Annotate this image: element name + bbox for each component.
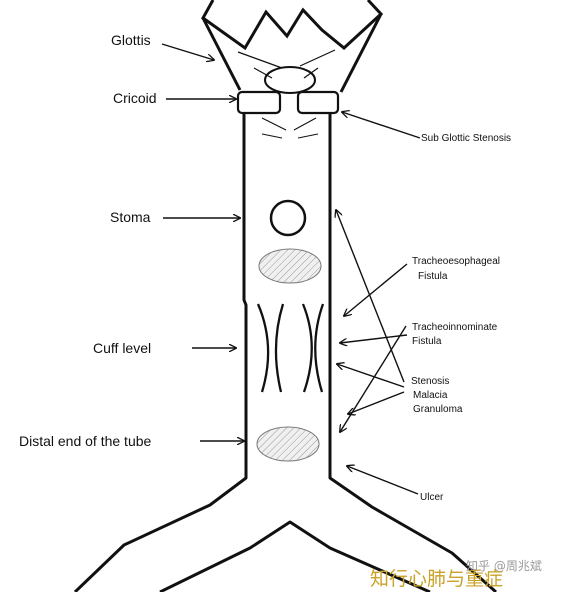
cuff-curves — [256, 303, 325, 393]
label-glottis: Glottis — [111, 32, 151, 48]
stoma-circle — [269, 199, 307, 237]
cricoid-ring-left — [236, 90, 282, 115]
distal-tip-lesion — [256, 426, 320, 462]
right-arrows — [336, 112, 421, 495]
label-tracheoesophageal-fistula: Fistula — [418, 271, 448, 282]
cricoid-ring-right — [296, 90, 340, 115]
label-stenosis: Stenosis — [411, 376, 449, 387]
label-tracheoinnominate: Tracheoinnominate — [412, 322, 498, 333]
label-cuff-level: Cuff level — [93, 340, 151, 356]
trachea-walls — [73, 113, 497, 592]
watermark-small: 知乎 @周兆斌 — [466, 559, 542, 573]
tracheoesophageal-lesion — [258, 248, 322, 284]
left-arrows — [161, 43, 244, 441]
label-distal-end: Distal end of the tube — [19, 433, 152, 449]
label-tracheoesophageal: Tracheoesophageal — [412, 256, 500, 267]
label-subglottic-stenosis: Sub Glottic Stenosis — [421, 133, 511, 144]
label-malacia: Malacia — [413, 390, 448, 401]
glottis-dome — [264, 66, 316, 94]
label-ulcer: Ulcer — [420, 492, 444, 503]
subglottic-lines — [261, 117, 319, 139]
label-tracheoinnominate-fistula: Fistula — [412, 336, 442, 347]
glottis-lines — [237, 49, 336, 79]
label-cricoid: Cricoid — [113, 90, 157, 106]
larynx — [201, 0, 384, 93]
label-stoma: Stoma — [110, 209, 151, 225]
watermark-large: 知行心肺与重症 — [370, 568, 503, 590]
label-granuloma: Granuloma — [413, 404, 463, 415]
